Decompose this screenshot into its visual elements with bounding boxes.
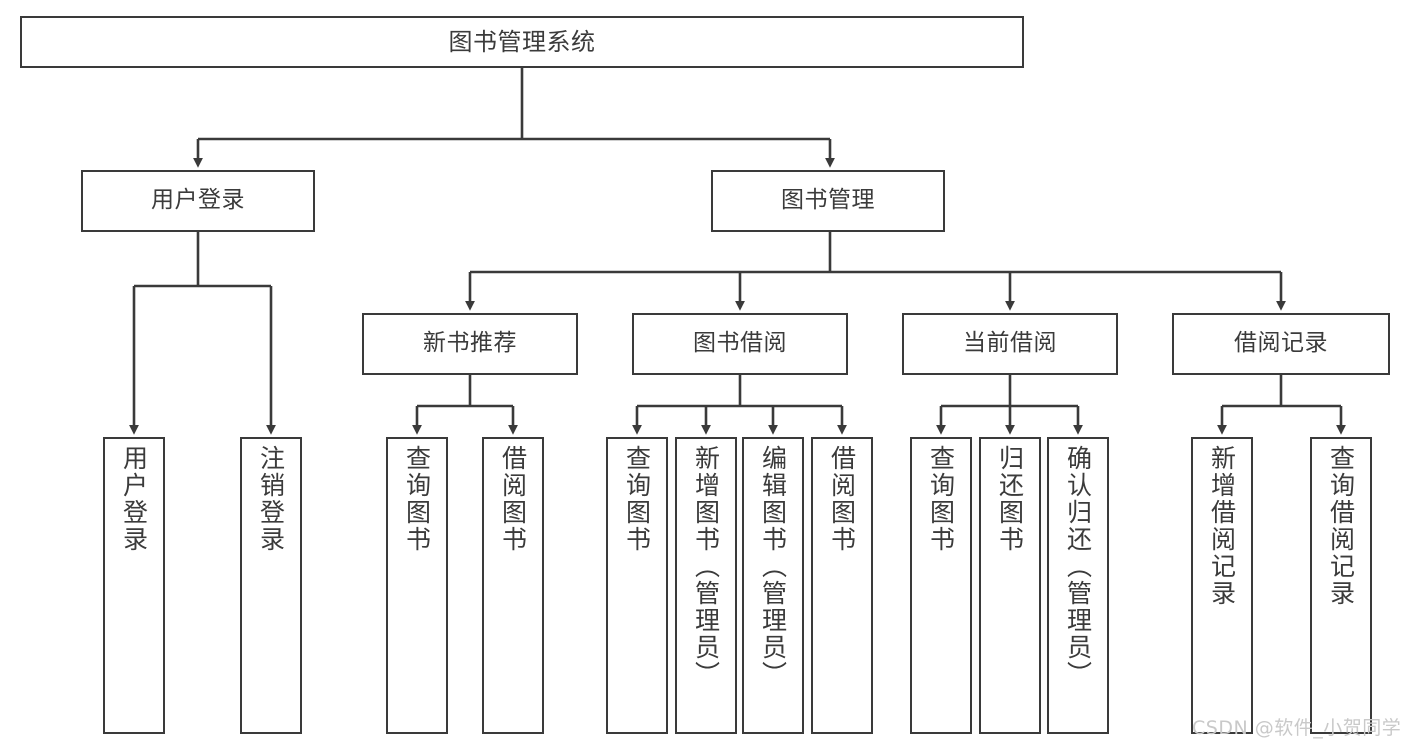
node-book-borrowing[interactable]: 图书借阅 (632, 313, 848, 375)
node-label: 图书借阅 (693, 330, 787, 357)
node-label: 当前借阅 (963, 330, 1057, 357)
node-new-book-recommendation[interactable]: 新书推荐 (362, 313, 578, 375)
leaf-borrow-book-new[interactable]: 借阅图书 (482, 437, 544, 734)
node-label: 查询图书 (622, 445, 652, 553)
leaf-logout[interactable]: 注销登录 (240, 437, 302, 734)
node-label: 查询图书 (926, 445, 956, 553)
node-label: 查询图书 (402, 445, 432, 553)
node-label: 用户登录 (151, 187, 245, 214)
node-user-login[interactable]: 用户登录 (81, 170, 315, 232)
node-label: 新书推荐 (423, 330, 517, 357)
node-root-book-management-system[interactable]: 图书管理系统 (20, 16, 1024, 68)
node-label: 借阅记录 (1234, 330, 1328, 357)
leaf-user-login[interactable]: 用户登录 (103, 437, 165, 734)
node-borrowing-record[interactable]: 借阅记录 (1172, 313, 1390, 375)
leaf-add-borrow-record[interactable]: 新增借阅记录 (1191, 437, 1253, 734)
node-label: 编辑图书（管理员） (758, 445, 788, 688)
leaf-return-book[interactable]: 归还图书 (979, 437, 1041, 734)
node-label: 确认归还（管理员） (1063, 445, 1093, 688)
leaf-confirm-return-admin[interactable]: 确认归还（管理员） (1047, 437, 1109, 734)
node-label: 图书管理系统 (448, 27, 596, 56)
leaf-query-book-borrow[interactable]: 查询图书 (606, 437, 668, 734)
node-label: 归还图书 (995, 445, 1025, 553)
leaf-borrow-book[interactable]: 借阅图书 (811, 437, 873, 734)
node-label: 借阅图书 (498, 445, 528, 553)
leaf-query-borrow-record[interactable]: 查询借阅记录 (1310, 437, 1372, 734)
node-label: 借阅图书 (827, 445, 857, 553)
leaf-query-book-current[interactable]: 查询图书 (910, 437, 972, 734)
leaf-add-book-admin[interactable]: 新增图书（管理员） (675, 437, 737, 734)
node-label: 图书管理 (781, 187, 875, 214)
node-label: 新增图书（管理员） (691, 445, 721, 688)
node-current-borrowing[interactable]: 当前借阅 (902, 313, 1118, 375)
csdn-watermark: CSDN @软件_小贺同学 (1192, 717, 1402, 739)
node-book-management[interactable]: 图书管理 (711, 170, 945, 232)
leaf-edit-book-admin[interactable]: 编辑图书（管理员） (742, 437, 804, 734)
node-label: 注销登录 (256, 445, 286, 553)
node-label: 查询借阅记录 (1326, 445, 1356, 607)
node-label: 用户登录 (119, 445, 149, 553)
node-label: 新增借阅记录 (1207, 445, 1237, 607)
leaf-query-book-new[interactable]: 查询图书 (386, 437, 448, 734)
